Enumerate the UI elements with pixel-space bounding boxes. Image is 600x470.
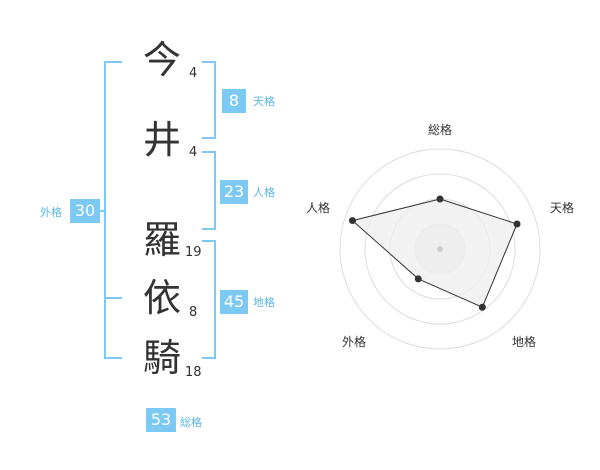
chikaku-label: 地格 — [253, 296, 275, 309]
jinkaku-value-box: 23 — [220, 180, 248, 204]
jinkaku-label: 人格 — [253, 186, 275, 199]
gaikaku-bracket-stem — [96, 210, 106, 212]
soukaku-value-box: 53 — [146, 408, 176, 432]
soukaku-label: 総格 — [180, 416, 202, 429]
name-char-5: 騎 — [142, 336, 181, 380]
radar-point-5 — [349, 217, 357, 225]
stroke-count-1: 4 — [189, 66, 198, 81]
chikaku-bracket — [202, 240, 216, 359]
name-char-1: 今 — [142, 38, 181, 82]
radar-center-dot — [437, 246, 443, 252]
radar-ring-4 — [339, 148, 541, 350]
radar-point-1 — [436, 195, 444, 203]
stroke-count-5: 18 — [185, 365, 202, 380]
stroke-count-2: 4 — [189, 145, 198, 160]
axis-label-chikaku: 地格 — [512, 334, 536, 349]
radar-point-4 — [414, 275, 422, 283]
name-char-3: 羅 — [142, 218, 181, 262]
axis-label-jinkaku: 人格 — [306, 200, 330, 215]
radar-data-polygon — [351, 198, 518, 308]
tenkaku-label: 天格 — [253, 95, 275, 108]
name-char-4: 依 — [142, 276, 181, 320]
gaikaku-value-box: 30 — [70, 199, 100, 223]
chikaku-value-box: 45 — [220, 290, 248, 314]
axis-label-tenkaku: 天格 — [550, 200, 574, 215]
jinkaku-bracket — [202, 151, 216, 230]
stroke-count-4: 8 — [189, 305, 198, 320]
radar-points — [349, 195, 521, 311]
gaikaku-bracket-tick — [104, 297, 122, 299]
gaikaku-label: 外格 — [40, 206, 62, 219]
radar-point-2 — [513, 220, 521, 228]
axis-label-gaikaku: 外格 — [342, 334, 366, 349]
tenkaku-bracket — [202, 61, 216, 139]
radar-ring-3 — [364, 173, 516, 325]
radar-point-3 — [478, 303, 486, 311]
tenkaku-value-box: 8 — [222, 89, 246, 113]
stroke-count-3: 19 — [185, 245, 202, 260]
axis-label-soukaku: 総格 — [428, 122, 452, 137]
name-char-2: 井 — [142, 118, 181, 162]
